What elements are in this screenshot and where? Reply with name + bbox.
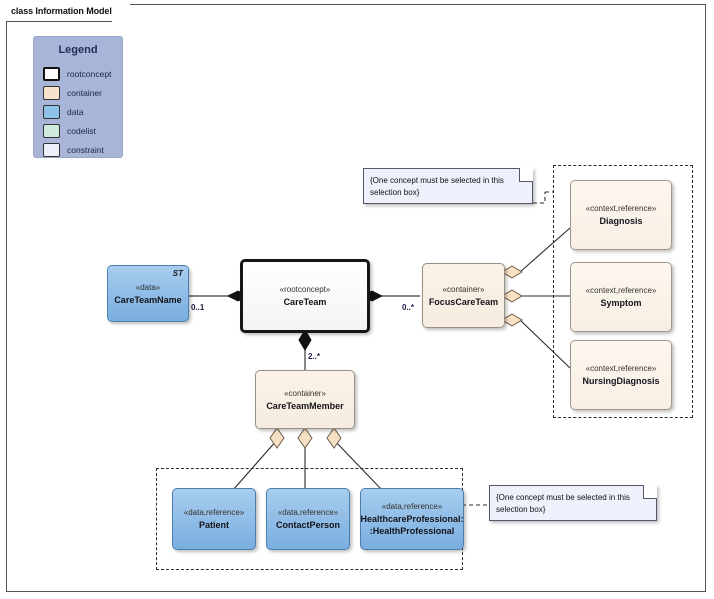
node-careteamname[interactable]: ST «data» CareTeamName <box>107 265 189 322</box>
healthcareprofessional-stereotype: «data,reference» <box>381 502 443 511</box>
node-careteam[interactable]: «rootconcept» CareTeam <box>240 259 370 333</box>
page-title: class Information Model <box>11 6 112 16</box>
careteamname-type-marker: ST <box>172 269 183 278</box>
node-careteammember[interactable]: «container» CareTeamMember <box>255 370 355 429</box>
multiplicity-focuscareteam: 0..* <box>402 303 415 312</box>
diagnosis-stereotype: «context,reference» <box>585 204 657 213</box>
note-bottom-text: {One concept must be selected in this se… <box>496 493 630 514</box>
legend-panel: Legend rootconcept container data codeli… <box>33 36 123 158</box>
patient-label: Patient <box>198 520 229 530</box>
careteamname-label: CareTeamName <box>114 294 182 305</box>
node-diagnosis[interactable]: «context,reference» Diagnosis <box>570 180 672 250</box>
note-bottom-constraint: {One concept must be selected in this se… <box>489 485 657 521</box>
note-fold-icon <box>519 168 533 182</box>
note-fold-icon-2 <box>643 485 657 499</box>
diagnosis-label: Diagnosis <box>599 216 643 226</box>
legend-item-data: data <box>43 103 111 120</box>
nursingdiagnosis-label: NursingDiagnosis <box>582 376 660 386</box>
note-top-constraint: {One concept must be selected in this se… <box>363 168 533 204</box>
legend-swatch-codelist <box>43 123 60 138</box>
symptom-stereotype: «context,reference» <box>585 286 657 295</box>
legend-label-data: data <box>67 106 84 117</box>
legend-label-codelist: codelist <box>67 125 96 136</box>
careteam-stereotype: «rootconcept» <box>279 285 331 294</box>
legend-swatch-container <box>43 85 60 100</box>
note-top-text: {One concept must be selected in this se… <box>370 176 504 197</box>
selection-group-focus <box>553 165 693 418</box>
legend-item-rootconcept: rootconcept <box>43 65 111 82</box>
nursingdiagnosis-stereotype: «context,reference» <box>585 364 657 373</box>
node-focuscareteam[interactable]: «container» FocusCareTeam <box>422 263 505 328</box>
contactperson-label: ContactPerson <box>275 520 340 530</box>
healthcareprofessional-label: HealthcareProfessional: <box>360 514 464 524</box>
legend-label-rootconcept: rootconcept <box>67 68 112 79</box>
legend-title: Legend <box>58 44 98 56</box>
multiplicity-careteamname: 0..1 <box>191 303 205 312</box>
contactperson-stereotype: «data,reference» <box>277 508 339 517</box>
careteammember-stereotype: «container» <box>284 388 326 398</box>
node-healthcareprofessional[interactable]: «data,reference» HealthcareProfessional:… <box>360 488 464 550</box>
legend-label-constraint: constraint <box>67 144 104 155</box>
node-contactperson[interactable]: «data,reference» ContactPerson <box>266 488 350 550</box>
focuscareteam-stereotype: «container» <box>442 284 485 294</box>
node-symptom[interactable]: «context,reference» Symptom <box>570 262 672 332</box>
legend-rows: rootconcept container data codelist cons… <box>43 65 111 160</box>
careteammember-label: CareTeamMember <box>266 400 344 411</box>
careteamname-stereotype: «data» <box>135 282 161 292</box>
legend-swatch-rootconcept <box>43 66 60 81</box>
patient-stereotype: «data,reference» <box>183 508 245 517</box>
diagram-frame-tab-slant <box>112 4 130 22</box>
healthcareprofessional-label-2: :HealthProfessional <box>369 526 455 536</box>
legend-swatch-data <box>43 104 60 119</box>
legend-item-container: container <box>43 84 111 101</box>
node-nursingdiagnosis[interactable]: «context,reference» NursingDiagnosis <box>570 340 672 410</box>
legend-swatch-constraint <box>43 142 60 157</box>
symptom-label: Symptom <box>600 298 642 308</box>
focuscareteam-label: FocusCareTeam <box>428 296 499 307</box>
careteam-label: CareTeam <box>283 297 327 307</box>
legend-item-codelist: codelist <box>43 122 111 139</box>
legend-item-constraint: constraint <box>43 141 111 158</box>
multiplicity-careteammember: 2..* <box>308 352 321 361</box>
legend-label-container: container <box>67 87 102 98</box>
node-patient[interactable]: «data,reference» Patient <box>172 488 256 550</box>
